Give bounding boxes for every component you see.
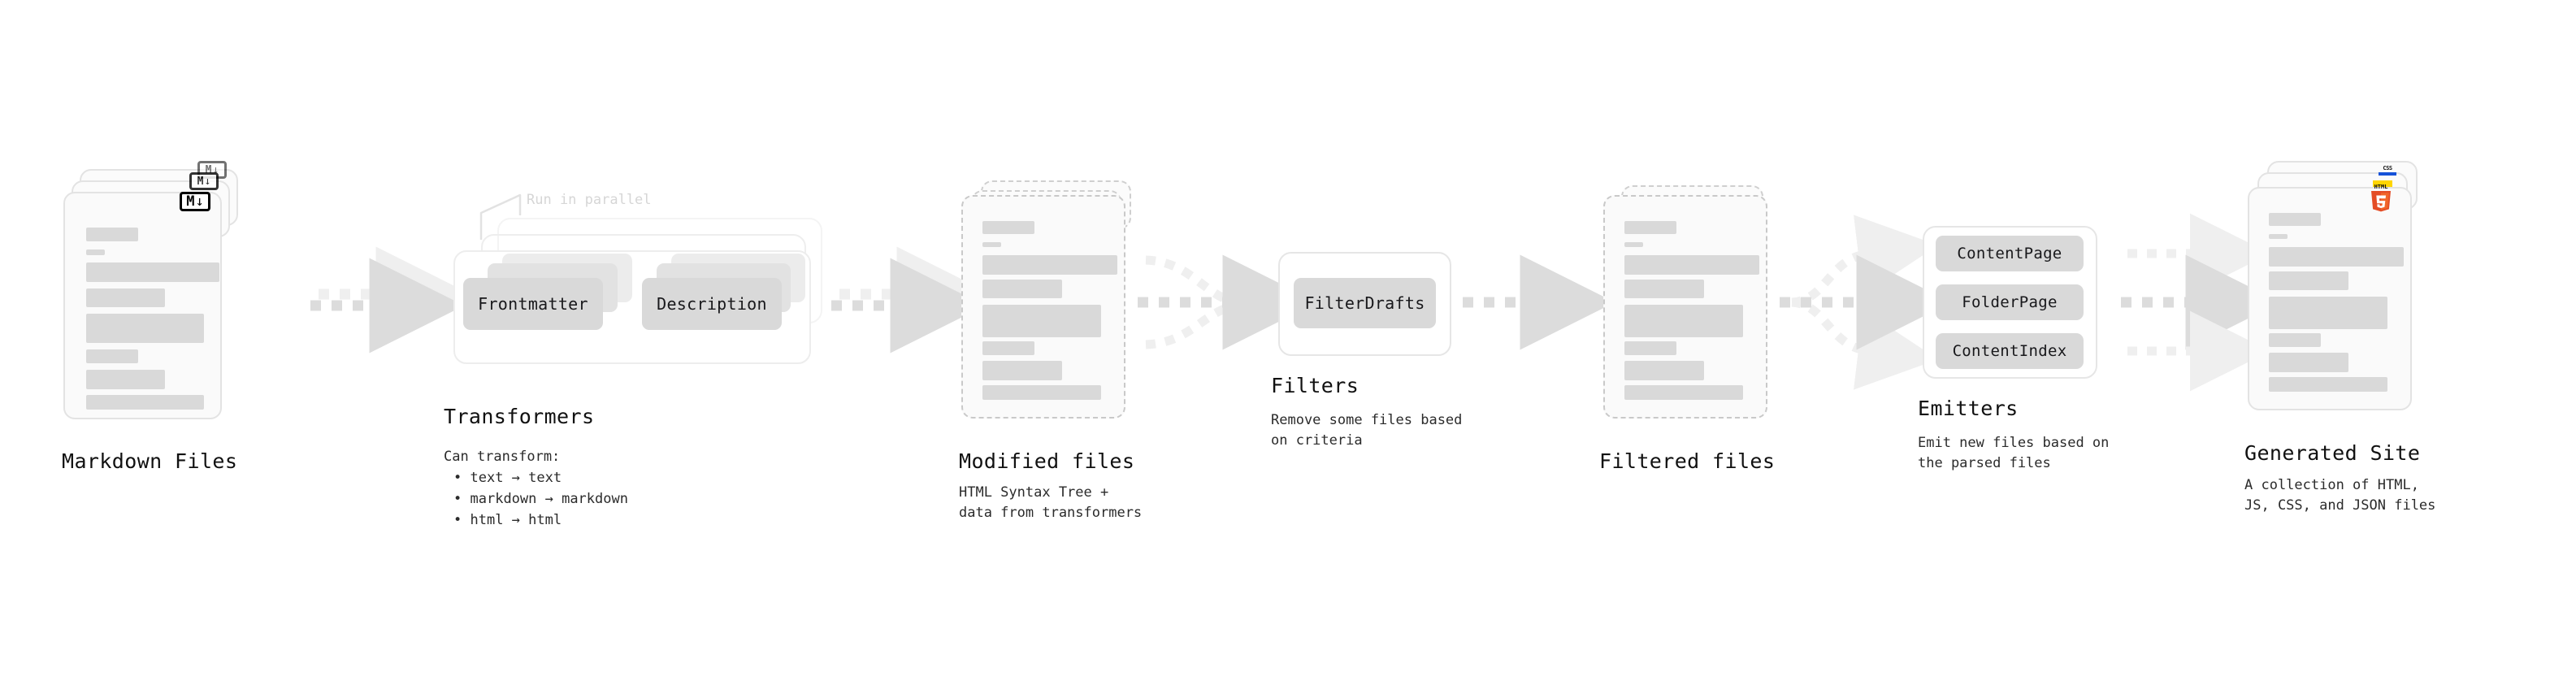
markdown-card-front: M↓ [63,192,222,419]
markdown-icon: M↓ [180,192,210,211]
skeleton-bar [1624,341,1676,355]
filterdrafts-chip[interactable]: FilterDrafts [1294,278,1436,328]
emitters-description: Emit new files based on the parsed files [1918,435,2110,471]
skeleton-bar [86,228,138,241]
skeleton-bar [2269,247,2404,267]
stage-title-filters: Filters [1271,374,1360,397]
skeleton-bar [1624,221,1676,234]
skeleton-bar [982,305,1101,337]
skeleton-bar [1624,242,1643,247]
skeleton-bar [86,370,165,389]
skeleton-bar [2269,271,2348,290]
css3-icon: CSS [2379,166,2396,176]
filtered-card-front [1603,195,1767,419]
skeleton-bar [2269,234,2288,239]
contentindex-chip[interactable]: ContentIndex [1936,333,2084,369]
skeleton-bar [982,385,1101,400]
bullet-label: markdown → markdown [470,491,628,507]
skeleton-bar [2269,377,2387,392]
skeleton-bar [1624,385,1743,400]
skeleton-bar [86,249,105,255]
stage-title-filtered-files: Filtered files [1599,449,1776,473]
skeleton-bar [982,280,1062,298]
bullet-label: html → html [470,512,562,528]
skeleton-bar [86,262,219,282]
generated-site-description: A collection of HTML, JS, CSS, and JSON … [2244,477,2436,514]
transformers-description: Can transform: [444,449,561,465]
contentpage-chip[interactable]: ContentPage [1936,236,2084,271]
arrow-markdown-to-transformers [310,246,471,354]
skeleton-bar [2269,353,2348,372]
skeleton-bar [1624,255,1759,275]
skeleton-bar [1624,305,1743,337]
bullet-label: text → text [470,470,562,486]
skeleton-bar [2269,333,2321,347]
bullet-glyph: • [453,491,462,507]
arrow-emitters-to-site [2121,213,2281,392]
arrow-modified-to-filters [1138,254,1318,350]
filters-description: Remove some files based on criteria [1271,412,1463,449]
skeleton-bar [982,221,1034,234]
skeleton-bar [982,361,1062,380]
frontmatter-chip[interactable]: Frontmatter [463,278,603,330]
stage-title-generated-site: Generated Site [2244,441,2421,465]
skeleton-bar [86,314,204,343]
description-chip[interactable]: Description [642,278,782,330]
skeleton-bar [2269,297,2387,329]
stage-title-emitters: Emitters [1918,397,2019,420]
folderpage-chip[interactable]: FolderPage [1936,284,2084,320]
skeleton-bar [1624,280,1704,298]
bullet-glyph: • [453,470,462,486]
skeleton-bar [86,395,204,410]
stage-title-markdown-files: Markdown Files [62,449,238,473]
svg-text:HTML: HTML [2374,184,2388,190]
stage-title-modified-files: Modified files [959,449,1135,473]
skeleton-bar [86,349,138,363]
arrow-filtered-to-emitters [1780,215,1952,390]
skeleton-bar [982,242,1001,247]
skeleton-bar [86,288,165,307]
arrow-transformers-to-modified [831,246,992,354]
run-in-parallel-caption: Run in parallel [527,192,652,208]
modified-files-description: HTML Syntax Tree + data from transformer… [959,484,1143,521]
run-in-parallel-bracket [479,193,522,240]
skeleton-bar [982,255,1117,275]
skeleton-bar [1624,361,1704,380]
site-card-front: HTML [2248,184,2412,410]
markdown-icon-ghost-mid: M↓ [189,172,219,190]
modified-card-front [961,195,1125,419]
html5-icon: HTML [2371,184,2391,212]
stage-title-transformers: Transformers [444,405,595,428]
skeleton-bar [982,341,1034,355]
skeleton-bar [2269,213,2321,226]
bullet-glyph: • [453,512,462,528]
